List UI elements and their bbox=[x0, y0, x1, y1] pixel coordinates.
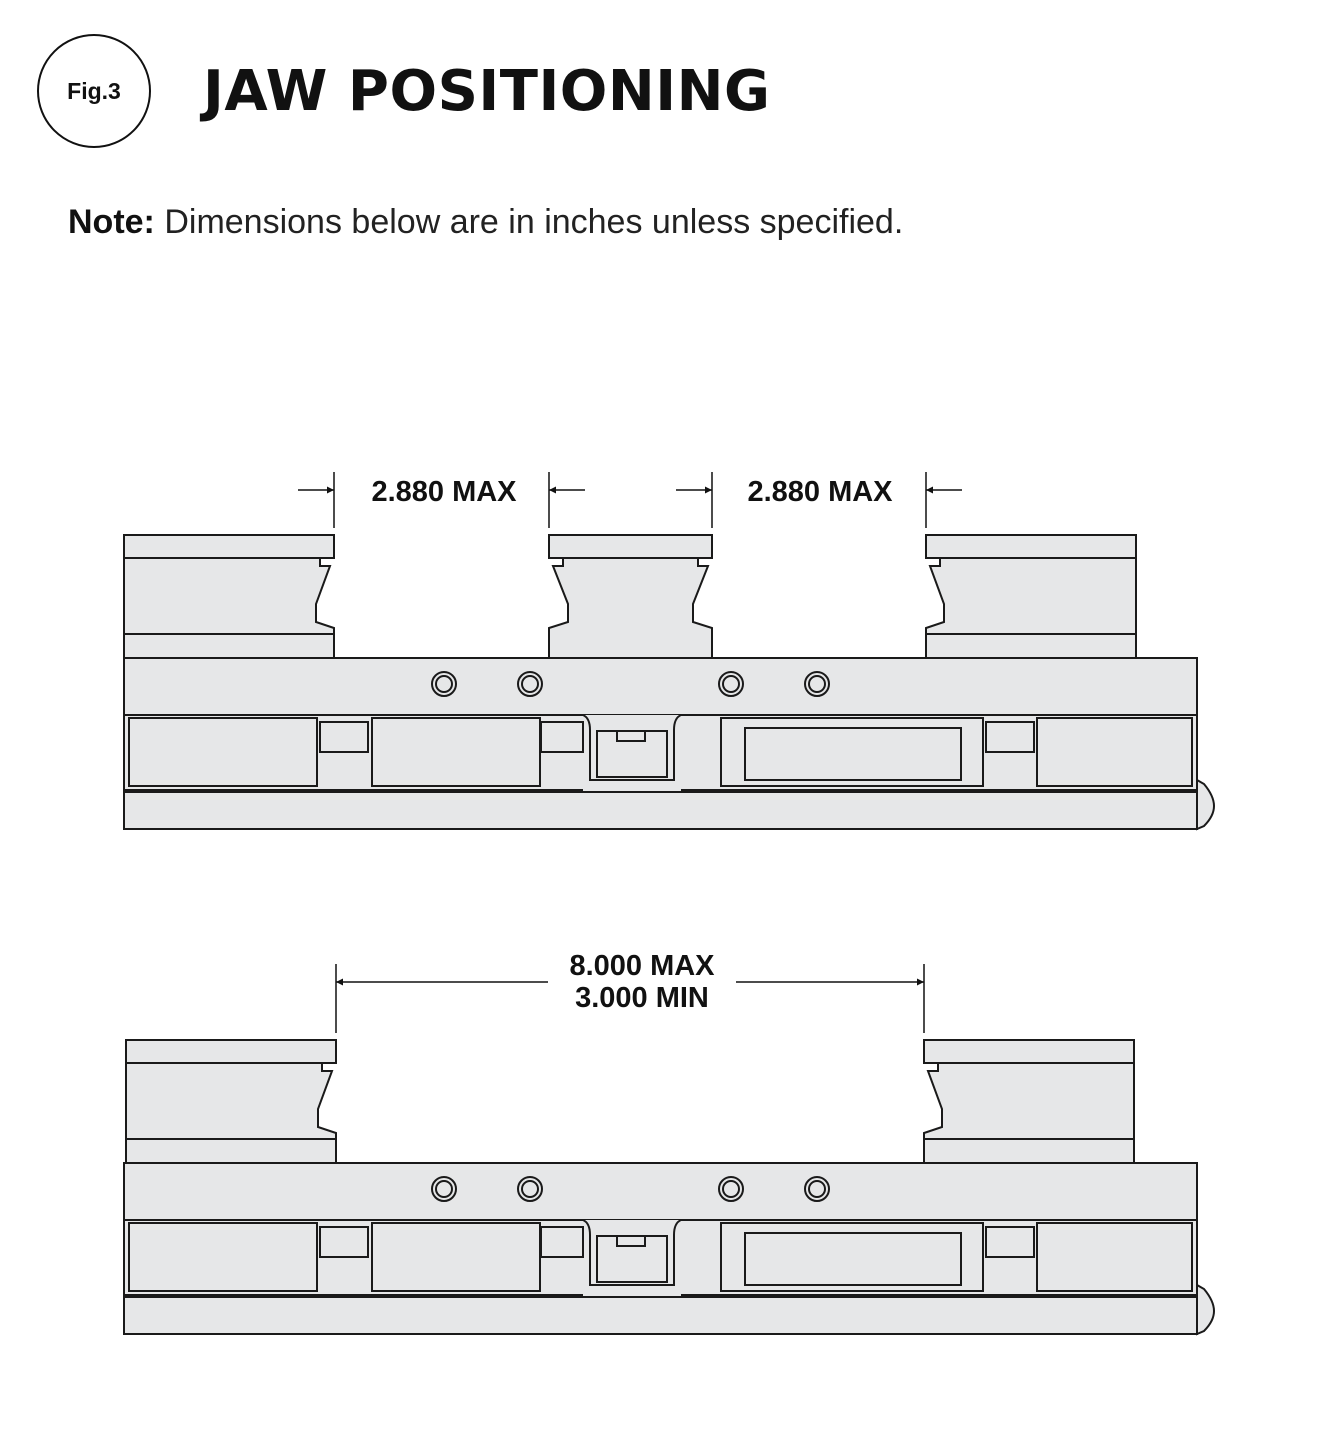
dim-min-label: 3.000 MIN bbox=[575, 982, 709, 1014]
dim-left-label: 2.880 MAX bbox=[371, 476, 517, 508]
bottom-vise-view bbox=[123, 964, 1215, 1335]
dim-max-label: 8.000 MAX bbox=[569, 950, 715, 982]
figure-badge: Fig.3 bbox=[37, 34, 151, 148]
center-jaw bbox=[548, 534, 713, 659]
note-label: Note: bbox=[68, 203, 155, 241]
note-line: Note: Dimensions below are in inches unl… bbox=[68, 203, 903, 242]
dim-right-label: 2.880 MAX bbox=[747, 476, 893, 508]
figure-number: Fig.3 bbox=[67, 77, 121, 104]
page-title: JAW POSITIONING bbox=[203, 59, 771, 124]
note-text: Dimensions below are in inches unless sp… bbox=[164, 203, 904, 241]
top-vise-view: 2.880 MAX 2.880 MAX bbox=[123, 472, 1215, 830]
